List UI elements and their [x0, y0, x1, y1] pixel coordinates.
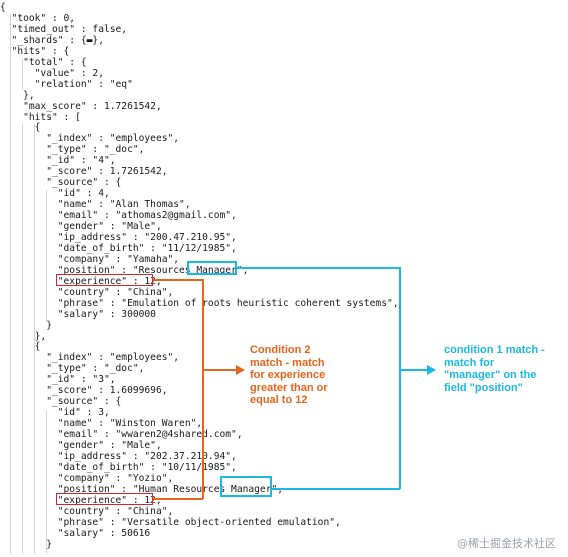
condition2-note: Condition 2 match - match for experience…	[250, 344, 328, 406]
condition1-connector	[272, 488, 400, 490]
json-line: "_id" : "3",	[0, 374, 116, 386]
json-line: "name" : "Winston Waren",	[0, 418, 203, 430]
json-line: "country" : "China",	[0, 286, 174, 298]
json-line: "phrase" : "Versatile object-oriented em…	[0, 516, 341, 528]
indent-guide	[46, 410, 47, 554]
condition1-note: condition 1 match - match for "manager" …	[444, 344, 545, 394]
json-line: "max_score" : 1.7261542,	[0, 100, 162, 112]
json-line: "_index" : "employees",	[0, 133, 180, 145]
json-line: {	[0, 341, 41, 353]
json-line: "_index" : "employees",	[0, 352, 180, 364]
json-line: "ip_address" : "200.47.210.95",	[0, 231, 237, 243]
indent-guide	[22, 58, 23, 90]
json-line: "gender" : "Male",	[0, 221, 162, 232]
json-line: },	[0, 89, 35, 101]
manager-highlight-2	[220, 476, 272, 497]
json-line: "timed_out" : false,	[0, 23, 128, 35]
condition1-connector	[399, 267, 401, 489]
json-line: "position" : "Resources Manager",	[0, 264, 249, 276]
json-line: "hits" : {	[0, 45, 70, 57]
json-line: "position" : "Human Resources Manager",	[0, 483, 284, 495]
indent-guide	[10, 14, 11, 554]
json-line: "took" : 0,	[0, 12, 76, 24]
json-line: "_score" : 1.7261542,	[0, 166, 168, 178]
json-line: "_source" : {	[0, 177, 122, 189]
json-line: "company" : "Yamaha",	[0, 253, 180, 265]
json-line: "date_of_birth" : "11/12/1985",	[0, 242, 237, 254]
manager-highlight-1	[187, 261, 237, 275]
json-line: "id" : 3,	[0, 407, 110, 419]
json-line: "name" : "Alan Thomas",	[0, 199, 191, 211]
json-line: "experience" : 12,	[0, 494, 162, 506]
json-line: {	[0, 2, 6, 13]
json-line: "gender" : "Male",	[0, 440, 162, 451]
experience-highlight-1	[56, 274, 153, 286]
json-line: "email" : "athomas2@gmail.com",	[0, 210, 237, 222]
json-line: "email" : "wwaren2@4shared.com",	[0, 429, 243, 441]
json-line: "_type" : "_doc",	[0, 363, 145, 375]
json-line: "total" : {	[0, 56, 87, 68]
json-line: "relation" : "eq"	[0, 78, 133, 90]
indent-guide	[34, 124, 35, 554]
json-line: "ip_address" : "202.37.210.94",	[0, 450, 237, 462]
json-line: "_score" : 1.6099696,	[0, 385, 168, 397]
json-line: "salary" : 300000	[0, 308, 156, 320]
condition2-connector	[153, 498, 203, 500]
condition1-arrow-head	[427, 365, 436, 375]
json-line: "_type" : "_doc",	[0, 144, 145, 156]
json-line: "value" : 2,	[0, 67, 104, 79]
json-line: }	[0, 538, 52, 550]
json-line: "_shards" : {▬},	[0, 34, 104, 46]
json-line: "country" : "China",	[0, 505, 174, 517]
json-line: "id" : 4,	[0, 188, 110, 200]
condition2-arrow-head	[236, 365, 245, 375]
watermark: @稀土掘金技术社区	[457, 537, 556, 550]
json-line: },	[0, 330, 47, 342]
experience-highlight-2	[56, 493, 153, 505]
indent-guide	[46, 190, 47, 322]
condition2-arrow-line	[203, 369, 237, 371]
json-line: {	[0, 122, 41, 134]
json-line: "company" : "Yozio",	[0, 472, 174, 484]
condition2-connector	[202, 279, 204, 499]
indent-guide	[22, 124, 23, 554]
condition2-connector	[153, 279, 203, 281]
json-line: }	[0, 319, 52, 331]
json-line: "_source" : {	[0, 396, 122, 408]
condition1-connector	[237, 267, 400, 269]
condition1-arrow-line	[400, 369, 428, 371]
json-line: "salary" : 50616	[0, 527, 151, 539]
json-line: "_id" : "4",	[0, 155, 116, 167]
json-line: "phrase" : "Emulation of roots heuristic…	[0, 297, 399, 309]
json-line: "date_of_birth" : "10/11/1985",	[0, 461, 237, 473]
json-line: "hits" : [	[0, 111, 81, 123]
json-line: "experience" : 12,	[0, 275, 162, 287]
